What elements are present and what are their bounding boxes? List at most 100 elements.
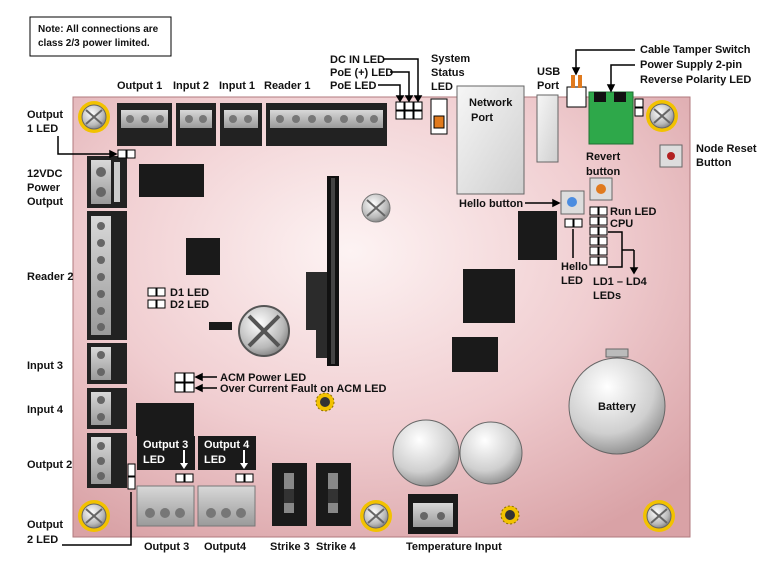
label-poe-led: PoE LED — [330, 80, 377, 92]
output-4-led-block: Output 4 LED — [198, 436, 256, 483]
network-port-label-a: Network — [469, 97, 513, 109]
terminal-strike-3 — [272, 463, 307, 526]
label-reader-2: Reader 2 — [27, 271, 73, 283]
label-revert-b: button — [586, 166, 620, 178]
label-output-1-led-b: 1 LED — [27, 123, 58, 135]
label-dc-in-led: DC IN LED — [330, 54, 385, 66]
label-acm-power-led: ACM Power LED — [220, 372, 306, 384]
d1-d2-leds — [147, 287, 166, 309]
label-power-output-b: Power — [27, 182, 61, 194]
output-2-led-leader — [62, 492, 132, 546]
label-hello-button: Hello button — [459, 198, 523, 210]
network-port: Network Port — [456, 85, 525, 195]
mounting-screw-bottom-mid — [360, 500, 392, 532]
label-power-output-c: Output — [27, 196, 63, 208]
terminal-strike-4 — [316, 463, 351, 526]
capacitor-left — [392, 419, 460, 487]
hello-button-leader — [525, 198, 561, 208]
chip-ic-5 — [306, 272, 328, 330]
label-output-4: Output4 — [204, 541, 247, 553]
circuit-board — [72, 96, 691, 538]
label-hello-led-b: LED — [561, 275, 583, 287]
label-input-3: Input 3 — [27, 360, 63, 372]
vertical-header — [327, 176, 339, 366]
terminal-input-2 — [176, 103, 216, 146]
output-3-led-label-a: Output 3 — [143, 439, 188, 451]
label-power-supply: Power Supply 2-pin — [640, 59, 742, 71]
output-4-led-label-b: LED — [204, 454, 226, 466]
label-usb: USB — [537, 66, 560, 78]
output-3-led-label-b: LED — [143, 454, 165, 466]
hello-button — [560, 190, 585, 215]
usb-port — [536, 94, 559, 163]
power-supply-connector — [588, 91, 634, 145]
label-temperature-input: Temperature Input — [406, 541, 502, 553]
tamper-leader-line — [571, 49, 635, 93]
output-1-led — [117, 149, 136, 159]
label-ld-leds-b: LEDs — [593, 290, 621, 302]
battery: Battery — [568, 348, 666, 455]
label-status: Status — [431, 67, 465, 79]
label-output-2-led-a: Output — [27, 519, 63, 531]
output-2-connector — [87, 433, 127, 488]
acm-leader-lines — [194, 372, 217, 393]
chip-ic-7 — [136, 403, 194, 436]
note-line-2: class 2/3 power limited. — [38, 38, 150, 49]
small-screw-center — [315, 392, 335, 412]
chip-ic-1 — [139, 164, 204, 197]
label-cpu: CPU — [610, 218, 633, 230]
hello-led — [564, 218, 583, 228]
run-and-ld-leds — [589, 206, 608, 266]
label-usb-port: Port — [537, 80, 559, 92]
label-strike-3: Strike 3 — [270, 541, 310, 553]
label-output-2: Output 2 — [27, 459, 72, 471]
label-input-4: Input 4 — [27, 404, 64, 416]
terminal-input-1 — [220, 103, 262, 146]
label-input-1: Input 1 — [219, 80, 255, 92]
label-output-3: Output 3 — [144, 541, 189, 553]
network-port-label-b: Port — [471, 112, 493, 124]
label-node-reset-b: Button — [696, 157, 732, 169]
system-status-led — [430, 98, 448, 135]
label-d2-led: D2 LED — [170, 299, 209, 311]
revert-button — [589, 177, 613, 201]
output-1-led-leader — [57, 136, 118, 159]
label-revert-a: Revert — [586, 151, 621, 163]
label-system: System — [431, 53, 470, 65]
reader-2-connector — [87, 211, 127, 340]
chip-ic-2 — [186, 238, 220, 275]
power-output-connector — [87, 156, 127, 208]
label-ld-leds-a: LD1 – LD4 — [593, 276, 648, 288]
terminal-output-1 — [117, 103, 172, 146]
label-output-1-led-a: Output — [27, 109, 63, 121]
acm-leds — [174, 372, 195, 393]
note-line-1: Note: All connections are — [38, 24, 159, 35]
terminal-output-4 — [197, 485, 256, 527]
terminal-temperature-input — [408, 494, 458, 534]
screw-center-large — [238, 305, 290, 357]
input-3-connector — [87, 343, 127, 384]
node-reset-button — [659, 144, 683, 168]
label-power-output-a: 12VDC — [27, 168, 63, 180]
chip-ic-4 — [452, 337, 498, 372]
label-output-2-led-b: 2 LED — [27, 534, 58, 546]
chip-ic-6 — [316, 323, 328, 358]
note-box: Note: All connections are class 2/3 powe… — [29, 16, 172, 57]
top-led-cluster — [395, 101, 423, 120]
terminal-reader-1 — [266, 103, 387, 146]
label-status-led: LED — [431, 81, 453, 93]
label-reverse-polarity: Reverse Polarity LED — [640, 74, 751, 86]
mounting-screw-bottom-left — [78, 500, 110, 532]
screw-center-upper — [361, 193, 391, 223]
capacitor-right — [459, 421, 523, 485]
mounting-screw-bottom-right — [643, 500, 675, 532]
label-cable-tamper: Cable Tamper Switch — [640, 44, 751, 56]
label-strike-4: Strike 4 — [316, 541, 357, 553]
label-d1-led: D1 LED — [170, 287, 209, 299]
label-over-current: Over Current Fault on ACM LED — [220, 383, 386, 395]
battery-label: Battery — [598, 401, 637, 413]
mounting-screw-top-right — [646, 100, 678, 132]
mounting-screw-top-left — [78, 101, 110, 133]
chip-ic-3 — [463, 269, 515, 323]
